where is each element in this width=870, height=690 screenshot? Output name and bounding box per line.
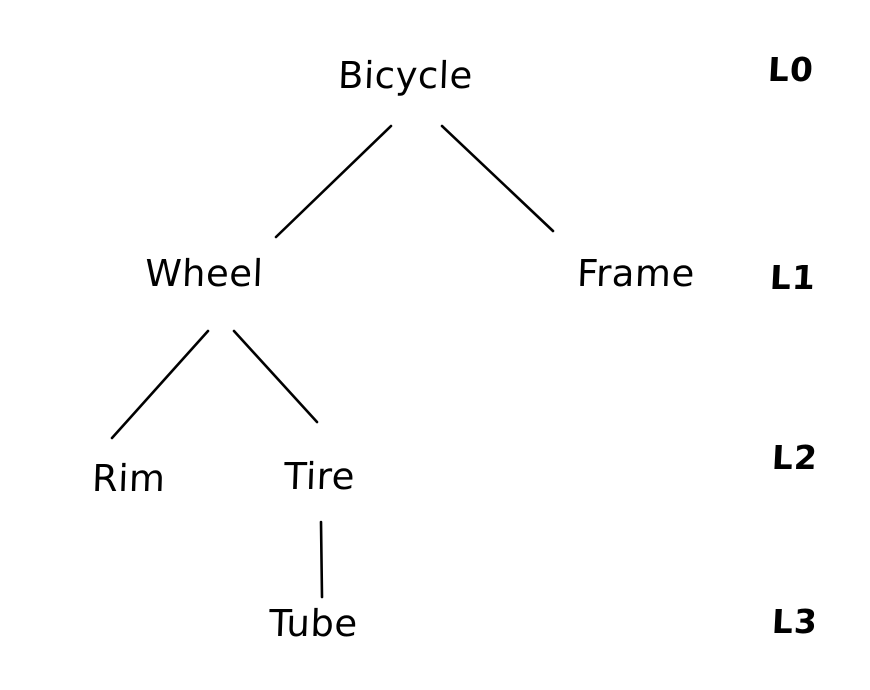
level-label-l2: L2 — [770, 438, 820, 477]
edge-bicycle-frame — [440, 124, 555, 233]
node-frame: Frame — [576, 252, 696, 295]
node-wheel: Wheel — [144, 252, 265, 295]
level-label-l1: L1 — [768, 258, 818, 297]
level-label-l0: L0 — [766, 50, 816, 89]
node-tire: Tire — [283, 455, 356, 498]
node-bicycle: Bicycle — [337, 54, 474, 97]
edge-bicycle-wheel — [274, 124, 393, 239]
edge-wheel-rim — [110, 329, 210, 440]
edge-tire-tube — [319, 520, 324, 599]
edge-wheel-tire — [232, 329, 319, 424]
level-label-l3: L3 — [770, 602, 820, 641]
node-rim: Rim — [91, 457, 167, 500]
node-tube: Tube — [268, 602, 359, 645]
